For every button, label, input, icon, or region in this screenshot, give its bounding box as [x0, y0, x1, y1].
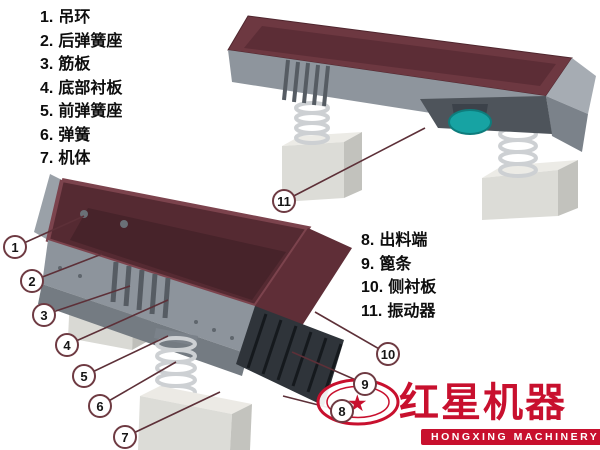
legend-num: 9. [361, 255, 375, 273]
spring-coils-upper [294, 101, 538, 178]
legend-num: 7. [40, 150, 54, 167]
callout-circle-3: 3 [32, 303, 56, 327]
legend-item-9: 9.篦条 [361, 253, 436, 277]
legend-item-11: 11.振动器 [361, 300, 436, 324]
legend-num: 6. [40, 126, 54, 144]
legend-item-7: 7.机体 [40, 147, 122, 171]
legend-item-8: 8.出料端 [361, 229, 436, 253]
side-liner-band [255, 228, 352, 332]
trough-floor-liner [70, 208, 286, 300]
legend-label: 筋板 [58, 56, 91, 73]
legend-item-10: 10.侧衬板 [361, 276, 436, 300]
legend-num: 11. [361, 302, 383, 320]
brand-name: 红星机器 [399, 381, 567, 425]
legend-num: 4. [40, 79, 54, 97]
legend-num: 3. [40, 56, 54, 73]
upper-discharge-chute [546, 96, 588, 152]
callout-circle-9: 9 [353, 372, 377, 396]
legend-item-2: 2.后弹簧座 [40, 30, 122, 54]
legend-item-3: 3.筋板 [40, 53, 122, 77]
grizzly-section [236, 306, 344, 406]
feed-end-cap [34, 174, 62, 240]
callout-circle-2: 2 [20, 269, 44, 293]
legend-item-6: 6.弹簧 [40, 124, 122, 148]
callout-circle-5: 5 [72, 364, 96, 388]
legend-num: 10. [361, 279, 384, 296]
pedestal-front [138, 386, 252, 450]
machine-body-wall [42, 240, 255, 354]
legend-label: 吊环 [58, 9, 91, 26]
callout-circle-10: 10 [376, 342, 400, 366]
legend-num: 2. [40, 32, 54, 50]
legend-label: 底部衬板 [58, 79, 123, 97]
callout-circle-4: 4 [55, 333, 79, 357]
callout-circle-7: 7 [113, 425, 137, 449]
legend-num: 5. [40, 103, 54, 120]
lifting-rings [80, 210, 128, 228]
legend-num: 1. [40, 9, 54, 26]
legend-label: 弹簧 [58, 126, 91, 144]
legend-label: 振动器 [387, 302, 436, 320]
legend-label: 前弹簧座 [58, 103, 123, 120]
legend-label: 后弹簧座 [58, 32, 123, 50]
legend-item-1: 1.吊环 [40, 6, 122, 30]
legend-left: 1.吊环 2.后弹簧座 3.筋板 4.底部衬板 5.前弹簧座 6.弹簧 7.机体 [40, 6, 122, 171]
upper-deck-shade [244, 26, 556, 86]
callout-circle-11: 11 [272, 189, 296, 213]
upper-discharge-spout [546, 58, 596, 114]
callout-circle-6: 6 [88, 394, 112, 418]
upper-rib-plates [282, 59, 330, 107]
legend-item-5: 5.前弹簧座 [40, 100, 122, 124]
callout-circle-8: 8 [330, 399, 354, 423]
vibrator-motor [448, 109, 492, 135]
legend-item-4: 4.底部衬板 [40, 77, 122, 101]
upper-feeder-illustration [227, 15, 596, 220]
legend-right: 8.出料端 9.篦条 10.侧衬板 11.振动器 [361, 229, 436, 323]
legend-label: 机体 [58, 150, 91, 167]
legend-label: 出料端 [379, 232, 428, 249]
legend-label: 篦条 [379, 255, 412, 273]
callout-circle-1: 1 [3, 235, 27, 259]
legend-num: 8. [361, 232, 375, 249]
legend-label: 侧衬板 [388, 279, 437, 296]
brand-subtitle: HONGXING MACHINERY [421, 429, 600, 445]
pedestal-upper-right [482, 160, 578, 220]
front-spring-coil [155, 336, 197, 400]
